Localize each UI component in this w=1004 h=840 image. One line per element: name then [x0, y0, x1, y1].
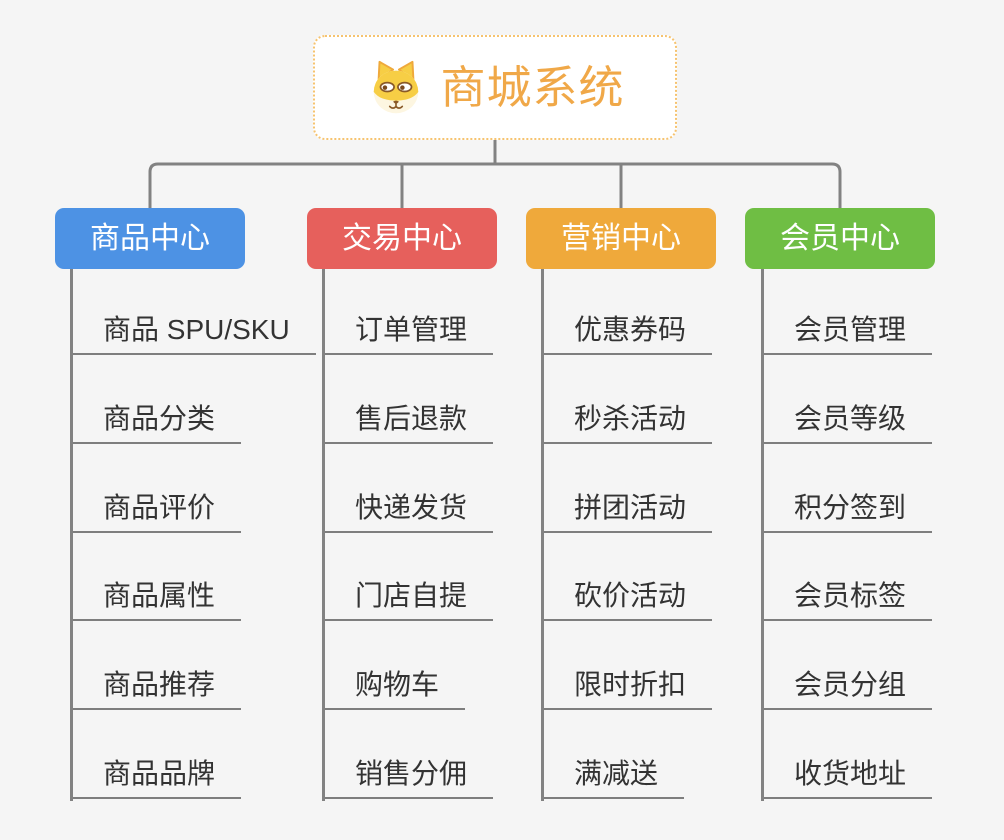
- leaf-item[interactable]: 售后退款: [325, 401, 494, 444]
- leaf-item[interactable]: 拼团活动: [544, 490, 713, 533]
- leaf-item[interactable]: 销售分佣: [325, 756, 494, 799]
- dog-face-icon: [374, 60, 419, 113]
- leaf-item[interactable]: 订单管理: [325, 312, 494, 355]
- leaf-item[interactable]: 砍价活动: [544, 578, 713, 621]
- leaf-item[interactable]: 商品属性: [73, 578, 242, 621]
- root-title: 商城系统: [440, 62, 625, 113]
- trunk-line: [148, 162, 842, 208]
- branch-header-marketing-center[interactable]: 营销中心: [526, 208, 716, 269]
- leaf-item[interactable]: 商品评价: [73, 490, 242, 533]
- leaf-item[interactable]: 收货地址: [764, 756, 933, 799]
- leaf-item[interactable]: 会员管理: [764, 312, 933, 355]
- leaf-item[interactable]: 优惠券码: [544, 312, 713, 355]
- leaf-item[interactable]: 商品品牌: [73, 756, 242, 799]
- leaf-item[interactable]: 会员标签: [764, 578, 933, 621]
- leaf-item[interactable]: 限时折扣: [544, 667, 713, 710]
- branch-header-trade-center[interactable]: 交易中心: [307, 208, 497, 269]
- leaf-item[interactable]: 会员等级: [764, 401, 933, 444]
- leaf-item[interactable]: 购物车: [325, 667, 466, 710]
- leaf-item[interactable]: 快递发货: [325, 490, 494, 533]
- leaf-item[interactable]: 商品推荐: [73, 667, 242, 710]
- leaf-item[interactable]: 会员分组: [764, 667, 933, 710]
- leaf-item[interactable]: 商品分类: [73, 401, 242, 444]
- branch-column-marketing-center: 优惠券码 秒杀活动 拼团活动 砍价活动 限时折扣 满减送: [541, 269, 781, 801]
- branch-column-product-center: 商品 SPU/SKU 商品分类 商品评价 商品属性 商品推荐 商品品牌: [70, 269, 316, 801]
- branch-column-trade-center: 订单管理 售后退款 快递发货 门店自提 购物车 销售分佣: [322, 269, 562, 801]
- branch-header-member-center[interactable]: 会员中心: [745, 208, 935, 269]
- leaf-item[interactable]: 商品 SPU/SKU: [73, 312, 316, 355]
- leaf-item[interactable]: 积分签到: [764, 490, 933, 533]
- leaf-item[interactable]: 门店自提: [325, 578, 494, 621]
- leaf-item[interactable]: 秒杀活动: [544, 401, 713, 444]
- leaf-item[interactable]: 满减送: [544, 756, 685, 799]
- branch-column-member-center: 会员管理 会员等级 积分签到 会员标签 会员分组 收货地址: [761, 269, 1001, 801]
- branch-header-product-center[interactable]: 商品中心: [55, 208, 245, 269]
- root-node[interactable]: 商城系统: [313, 35, 677, 140]
